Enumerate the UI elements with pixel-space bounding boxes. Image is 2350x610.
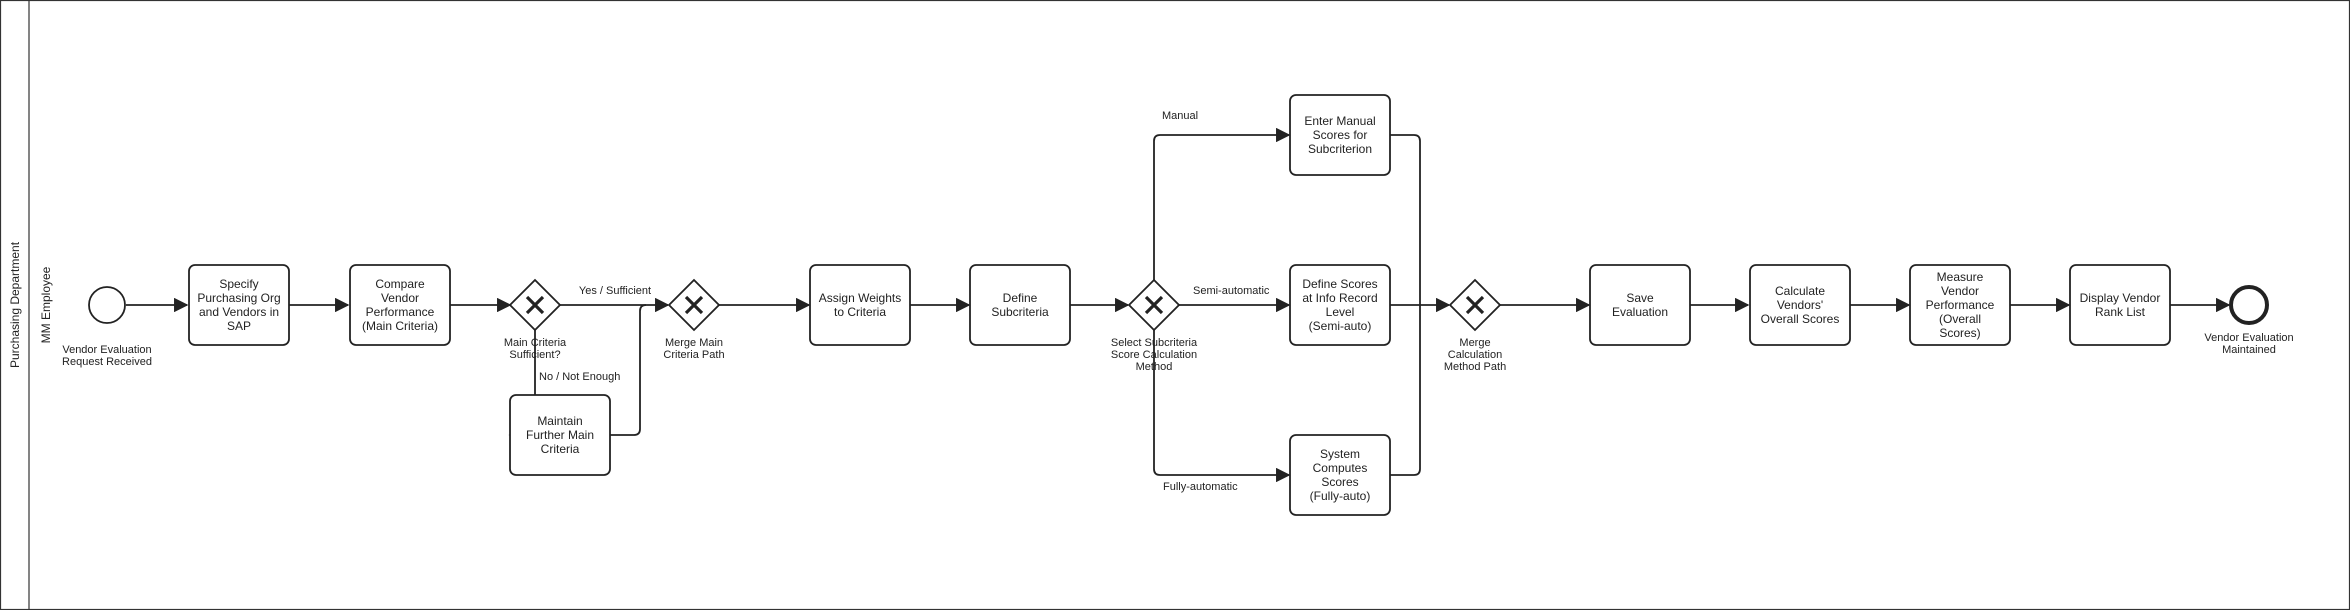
flow-label-yes: Yes / Sufficient	[579, 285, 651, 297]
flow-label-fully: Fully-automatic	[1163, 481, 1238, 493]
gateway-merge-calculation-method[interactable]	[1448, 278, 1502, 332]
flow-label-manual: Manual	[1162, 110, 1198, 122]
lane-label: MM Employee	[39, 266, 53, 343]
x-mark-icon	[684, 295, 704, 315]
pool-label: Purchasing Department	[8, 241, 22, 368]
gateway-main-criteria-sufficient[interactable]	[508, 278, 562, 332]
flow-manual-g4	[1390, 134, 1421, 305]
flow-maintain-g2	[610, 304, 647, 436]
flow-g3-manual	[1153, 127, 1291, 280]
x-mark-icon	[525, 295, 545, 315]
x-mark-icon	[1144, 295, 1164, 315]
flow-system-g4	[1390, 305, 1421, 476]
flow-label-semi: Semi-automatic	[1193, 285, 1270, 297]
x-mark-icon	[1465, 295, 1485, 315]
end-event	[2229, 285, 2269, 325]
gateway-select-calculation-method[interactable]	[1127, 278, 1181, 332]
gateway-merge-main-criteria[interactable]	[667, 278, 721, 332]
flow-g3-system	[1153, 330, 1291, 483]
start-event	[88, 286, 126, 324]
flow-label-no: No / Not Enough	[539, 371, 620, 383]
